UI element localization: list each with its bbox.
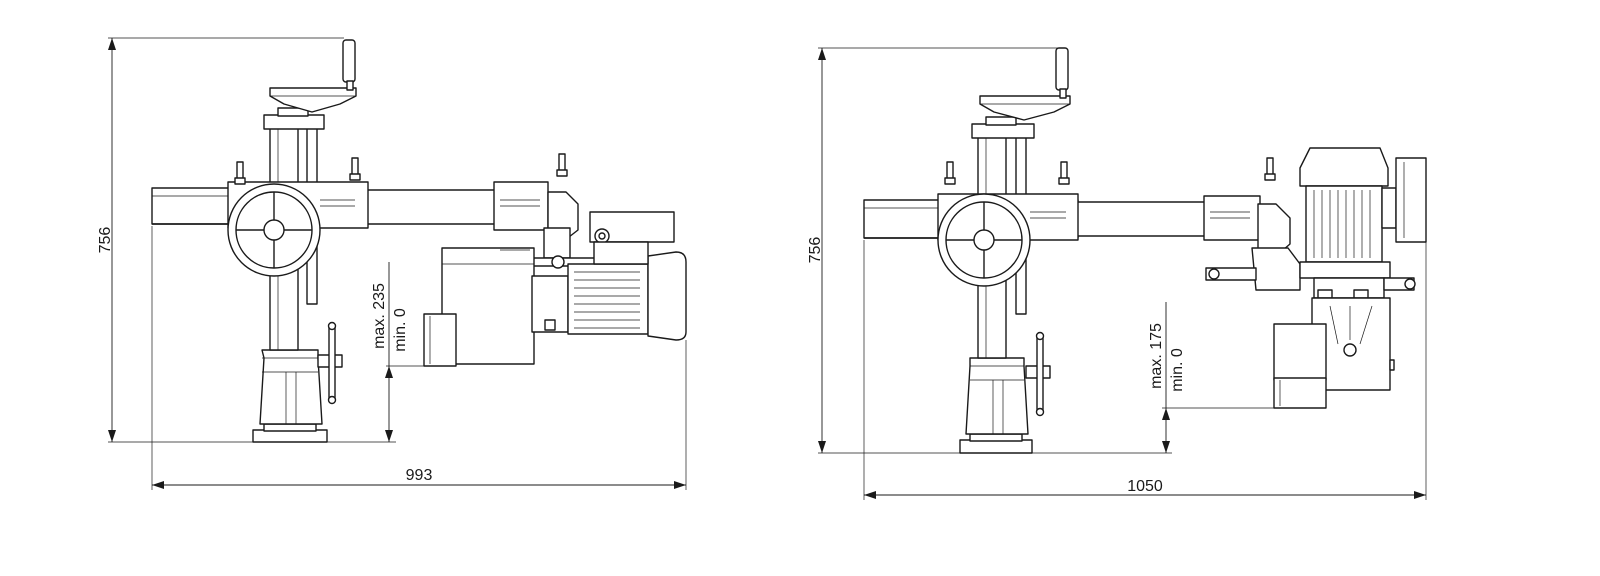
right-min-label: min. 0 <box>1169 348 1186 392</box>
left-min-label: min. 0 <box>392 308 409 352</box>
motor-icon <box>567 211 687 341</box>
right-base-plate <box>959 439 1033 454</box>
handwheel-icon <box>937 193 1031 287</box>
motor-icon <box>1299 147 1427 299</box>
hand-crank-icon <box>979 47 1071 121</box>
left-column-housing <box>259 349 323 425</box>
handwheel-icon <box>227 183 321 277</box>
left-width-label: 993 <box>406 467 433 484</box>
left-base-plate <box>252 429 328 443</box>
left-height-label: 756 <box>97 227 114 254</box>
right-height-label: 756 <box>807 237 824 264</box>
right-width-label: 1050 <box>1127 478 1163 495</box>
clamp-lever-icon <box>1025 331 1051 417</box>
right-column-housing <box>965 357 1029 435</box>
right-power-feeder <box>863 47 1427 454</box>
right-max-label: max. 175 <box>1148 323 1165 389</box>
left-arm-extension <box>359 189 501 225</box>
feed-roller-icon <box>1273 297 1395 409</box>
left-dimensions <box>108 37 687 490</box>
feed-roller-icon <box>423 247 535 367</box>
hand-crank-icon <box>269 39 357 113</box>
clamp-lever-icon <box>317 321 343 405</box>
right-dimensions <box>818 47 1427 500</box>
right-arm-extension <box>1071 201 1207 237</box>
left-max-label: max. 235 <box>371 283 388 349</box>
left-power-feeder <box>151 39 687 443</box>
